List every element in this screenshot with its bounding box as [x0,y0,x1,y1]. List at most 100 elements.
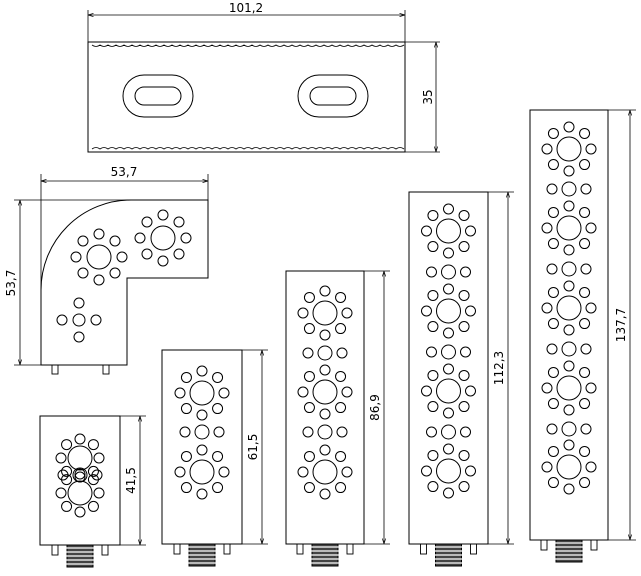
hole-small [465,225,476,237]
slot-inner-right [309,86,357,106]
hole-small [303,402,315,414]
hole-small [196,444,208,456]
hole-small [180,371,192,383]
hole-small [180,403,192,415]
hole-small [426,426,437,438]
plate-2: 61,5 [161,349,268,567]
hole-small [341,386,353,398]
hole-small [563,280,575,292]
hole-small [427,369,439,381]
hole-small [563,324,575,336]
hole-large [436,218,461,244]
hole-large [67,445,93,471]
hole-small [335,450,347,462]
hole-small [547,238,559,250]
hole-small [458,449,470,461]
vertical-plates: 41,5 61,5 86,9 112,3 137,7 [39,109,636,568]
hole-large [67,480,93,506]
hole-small [547,318,559,330]
hole-small [297,386,309,398]
dimension-plate-height: 41,5 [120,415,146,546]
hole-small [541,302,553,314]
hole-small [547,366,559,378]
hole-small [341,307,353,319]
slot-inner-left [134,86,182,106]
hole-large [189,459,215,485]
hole-small [458,241,470,253]
hole-small [541,382,553,394]
hole-medium [194,424,210,440]
hole-small [563,165,575,177]
hole-small [179,426,191,438]
hole-medium [561,341,577,357]
hole-small [585,302,597,314]
hole-small [87,474,99,486]
dimension-flat-height: 35 [405,41,440,153]
hole-small [61,465,73,477]
hole-small [579,206,591,218]
elbow-foot-right [102,364,110,375]
plate-5: 137,7 [529,109,636,563]
hole-small [443,203,454,215]
hole-small [61,500,73,512]
hole-small [335,323,347,335]
hole-small [218,387,230,399]
hole-small [460,346,471,358]
hole-small [563,200,575,212]
hole-medium [561,421,577,437]
threaded-connector [51,544,109,568]
hole-small [302,426,314,438]
hole-small [427,401,439,413]
plate-outline [161,349,243,545]
hole-small [297,307,309,319]
hole-small [547,206,559,218]
hole-small [579,477,591,489]
hole-small [93,452,105,464]
hole-small [61,474,73,486]
dimension-plate-height: 112,3 [488,191,514,545]
hole-small [174,387,186,399]
dim-label-plate-height: 86,9 [368,394,382,421]
hole-small [563,360,575,372]
hole-small [74,506,86,518]
hole-medium [317,424,333,440]
hole-small [546,263,558,275]
hole-small [297,466,309,478]
hole-small [427,209,439,221]
hole-large [436,298,461,324]
hole-small [547,398,559,410]
hole-medium [561,181,577,197]
hole-small [579,159,591,171]
hole-small [303,370,315,382]
hole-small [563,244,575,256]
hole-small [87,439,99,451]
hole-small [55,452,67,464]
hole-small [443,443,454,455]
hole-medium [72,467,88,483]
dimension-plate-height: 86,9 [364,270,390,545]
hole-small [302,347,314,359]
hole-small [212,403,224,415]
dimension-plate-height: 61,5 [242,349,268,545]
hole-small [541,222,553,234]
hole-small [563,121,575,133]
hole-small [303,323,315,335]
hole-small [579,318,591,330]
hole-small [427,481,439,493]
dimension-elbow-width: 53,7 [40,165,209,290]
hole-large [556,295,582,321]
hole-small [212,450,224,462]
hole-large [312,459,338,485]
hole-large [312,379,338,405]
hole-small [579,238,591,250]
hole-small [421,225,432,237]
hole-small [585,461,597,473]
plate-1: 41,5 [39,415,146,568]
hole-large [556,215,582,241]
threaded-connector [173,543,231,567]
hole-small [443,487,454,499]
elbow-pattern-c [56,297,102,343]
hole-small [421,465,432,477]
hole-large [556,136,582,162]
